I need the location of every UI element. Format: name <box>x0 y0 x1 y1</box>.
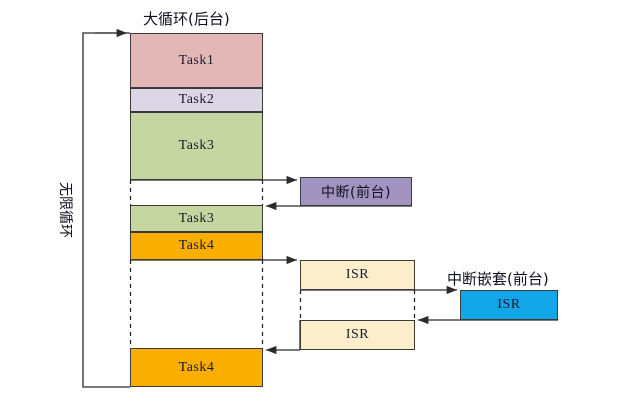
nested-interrupt-title: 中断嵌套(前台) <box>447 270 549 288</box>
task-block-task3-resumed[interactable]: Task3 <box>130 205 263 232</box>
main-loop-title: 大循环(后台) <box>143 10 230 28</box>
task-block-task3-first[interactable]: Task3 <box>130 112 263 180</box>
task-block-label: Task1 <box>178 52 215 68</box>
task-block-task2[interactable]: Task2 <box>130 88 263 112</box>
task-block-label: Task3 <box>178 138 215 153</box>
isr-block-resumed[interactable]: ISR <box>300 320 415 350</box>
isr-block-label: ISR <box>497 297 521 312</box>
task-block-label: Task3 <box>178 210 215 226</box>
infinite-loop-label: 无限循环 <box>57 182 73 238</box>
isr-block-nested[interactable]: ISR <box>460 290 558 320</box>
isr-block-first[interactable]: ISR <box>300 260 415 290</box>
isr-block-label: ISR <box>345 327 370 342</box>
task-block-label: Task2 <box>178 92 215 107</box>
infinite-loop-bracket <box>82 28 130 388</box>
interrupt-block[interactable]: 中断(前台) <box>300 177 412 206</box>
isr-block-label: ISR <box>345 267 370 282</box>
interrupt-block-label: 中断(前台) <box>321 184 391 201</box>
task-block-label: Task4 <box>178 238 215 253</box>
task-block-label: Task4 <box>178 359 215 375</box>
task-block-task4-resumed[interactable]: Task4 <box>130 348 263 387</box>
task-block-task1[interactable]: Task1 <box>130 33 263 88</box>
task-block-task4-first[interactable]: Task4 <box>130 232 263 260</box>
